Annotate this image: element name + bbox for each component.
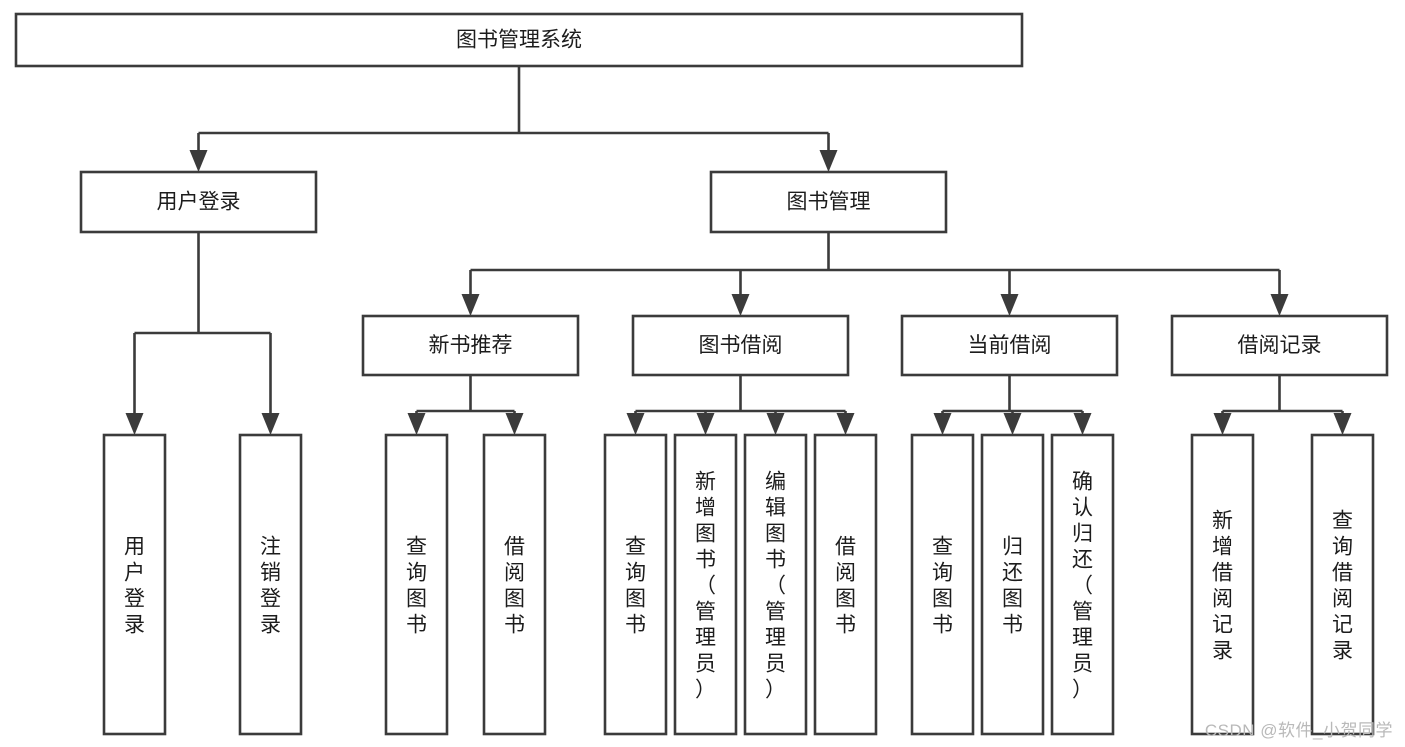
node-label: 图书管理系统 — [456, 29, 582, 52]
watermark-text: CSDN @软件_小贺同学 — [1204, 721, 1393, 740]
node-rect[interactable] — [14, 12, 1024, 68]
node-label: 新书推荐 — [429, 334, 513, 357]
arrow-head-icon — [1213, 413, 1232, 435]
node-label: 查询图书 — [932, 536, 953, 637]
arrow-head-icon — [933, 413, 952, 435]
node-rect[interactable] — [709, 170, 948, 234]
arrow-head-icon — [261, 413, 280, 435]
node-label: 确认归还（管理员） — [1072, 471, 1093, 702]
node-rect[interactable] — [900, 314, 1119, 377]
node-rect[interactable] — [238, 433, 303, 736]
node-rect[interactable] — [79, 170, 318, 234]
node-rect[interactable] — [361, 314, 580, 377]
node-label: 归还图书 — [1002, 536, 1023, 637]
node-leaf-leaf-confirm-return-admin[interactable]: 确认归还（管理员） — [1050, 433, 1115, 736]
node-leaf-leaf-user-logout[interactable]: 注销登录 — [238, 433, 303, 736]
node-layer: 图书管理系统用户登录图书管理新书推荐图书借阅当前借阅借阅记录用户登录注销登录查询… — [14, 12, 1389, 736]
node-rect[interactable] — [743, 433, 808, 736]
node-label: 图书借阅 — [699, 334, 783, 357]
node-rect[interactable] — [384, 433, 449, 736]
arrow-head-icon — [731, 294, 750, 316]
node-level3-current-borrow[interactable]: 当前借阅 — [900, 314, 1119, 377]
node-level2-book-manage[interactable]: 图书管理 — [709, 170, 948, 234]
node-leaf-leaf-query-book-current[interactable]: 查询图书 — [910, 433, 975, 736]
node-leaf-leaf-borrow-book-recommend[interactable]: 借阅图书 — [482, 433, 547, 736]
node-leaf-leaf-query-book-borrow[interactable]: 查询图书 — [603, 433, 668, 736]
node-label: 新增借阅记录 — [1212, 510, 1233, 663]
node-leaf-leaf-borrow-book[interactable]: 借阅图书 — [813, 433, 878, 736]
node-rect[interactable] — [102, 433, 167, 736]
node-label: 当前借阅 — [968, 334, 1052, 357]
node-leaf-leaf-query-book-recommend[interactable]: 查询图书 — [384, 433, 449, 736]
arrow-head-icon — [626, 413, 645, 435]
node-label: 查询图书 — [625, 536, 646, 637]
node-label: 查询借阅记录 — [1332, 510, 1353, 663]
node-label: 用户登录 — [124, 536, 145, 637]
arrow-head-icon — [1073, 413, 1092, 435]
node-rect[interactable] — [673, 433, 738, 736]
node-leaf-leaf-add-book-admin[interactable]: 新增图书（管理员） — [673, 433, 738, 736]
node-leaf-leaf-user-login[interactable]: 用户登录 — [102, 433, 167, 736]
node-label: 借阅记录 — [1238, 334, 1322, 357]
node-rect[interactable] — [482, 433, 547, 736]
node-label: 借阅图书 — [504, 536, 525, 637]
arrow-head-icon — [189, 150, 208, 172]
node-leaf-leaf-add-borrow-record[interactable]: 新增借阅记录 — [1190, 433, 1255, 736]
node-label: 借阅图书 — [835, 536, 856, 637]
node-level3-book-borrow[interactable]: 图书借阅 — [631, 314, 850, 377]
node-label: 用户登录 — [157, 191, 241, 214]
node-leaf-leaf-return-book[interactable]: 归还图书 — [980, 433, 1045, 736]
node-rect[interactable] — [980, 433, 1045, 736]
node-root[interactable]: 图书管理系统 — [14, 12, 1024, 68]
node-level2-user-login[interactable]: 用户登录 — [79, 170, 318, 234]
node-rect[interactable] — [603, 433, 668, 736]
node-rect[interactable] — [910, 433, 975, 736]
arrow-head-icon — [505, 413, 524, 435]
arrow-head-icon — [766, 413, 785, 435]
arrow-head-icon — [1333, 413, 1352, 435]
arrow-head-icon — [407, 413, 426, 435]
node-label: 新增图书（管理员） — [695, 471, 716, 702]
node-leaf-leaf-edit-book-admin[interactable]: 编辑图书（管理员） — [743, 433, 808, 736]
node-label: 注销登录 — [260, 536, 281, 637]
arrow-head-icon — [125, 413, 144, 435]
node-level3-borrow-record[interactable]: 借阅记录 — [1170, 314, 1389, 377]
arrow-head-icon — [1270, 294, 1289, 316]
arrow-head-icon — [819, 150, 838, 172]
connector-layer — [125, 66, 1352, 435]
node-label: 图书管理 — [787, 191, 871, 214]
node-rect[interactable] — [1050, 433, 1115, 736]
node-rect[interactable] — [1170, 314, 1389, 377]
arrow-head-icon — [836, 413, 855, 435]
arrow-head-icon — [696, 413, 715, 435]
node-label: 编辑图书（管理员） — [765, 471, 786, 702]
node-leaf-leaf-query-borrow-record[interactable]: 查询借阅记录 — [1310, 433, 1375, 736]
arrow-head-icon — [461, 294, 480, 316]
node-rect[interactable] — [1310, 433, 1375, 736]
node-level3-new-book-recommend[interactable]: 新书推荐 — [361, 314, 580, 377]
node-rect[interactable] — [1190, 433, 1255, 736]
arrow-head-icon — [1000, 294, 1019, 316]
arrow-head-icon — [1003, 413, 1022, 435]
node-rect[interactable] — [631, 314, 850, 377]
node-rect[interactable] — [813, 433, 878, 736]
node-label: 查询图书 — [406, 536, 427, 637]
